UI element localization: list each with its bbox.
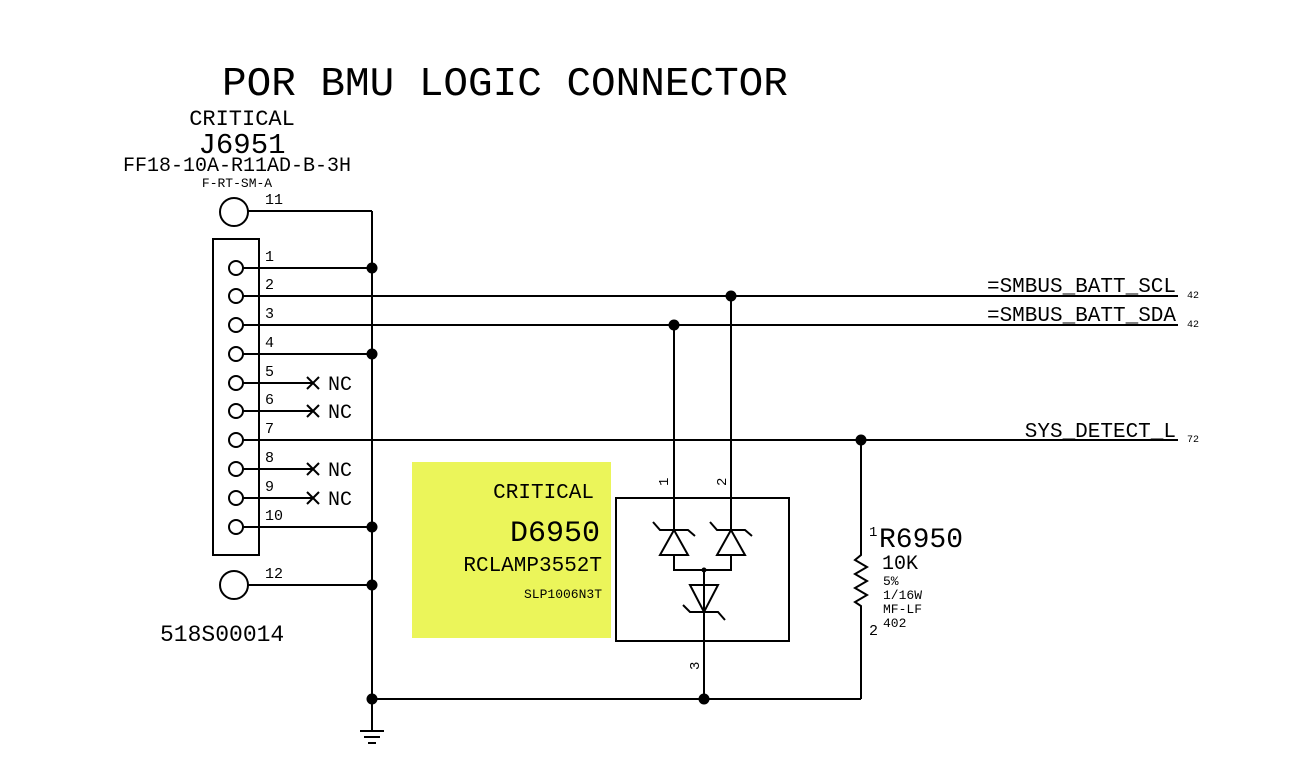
- pin-label: 12: [265, 566, 283, 583]
- resistor-value: 10K: [882, 553, 918, 576]
- resistor-size: 402: [883, 616, 906, 631]
- no-connect-icon: [306, 404, 320, 418]
- resistor-pin1: 1: [869, 525, 877, 541]
- net-label-scl: =SMBUS_BATT_SCL: [987, 276, 1176, 299]
- junction-dot: [366, 521, 378, 533]
- net-page-ref: 42: [1187, 291, 1199, 302]
- page-title: POR BMU LOGIC CONNECTOR: [222, 62, 788, 108]
- no-connect-icon: [306, 376, 320, 390]
- diode-pin-label: 3: [688, 662, 704, 670]
- pin-5-contact: [228, 375, 244, 391]
- connector-pn: 518S00014: [160, 622, 284, 648]
- pin-8-contact: [228, 461, 244, 477]
- resistor-power: 1/16W: [883, 588, 922, 603]
- resistor-pin2: 2: [869, 623, 878, 640]
- junction-dot: [366, 262, 378, 274]
- nc-label: NC: [328, 374, 352, 397]
- diode-critical-label: CRITICAL: [493, 482, 594, 505]
- junction-dot: [366, 693, 378, 705]
- pin-label: 9: [265, 479, 274, 496]
- pin-label: 11: [265, 192, 283, 209]
- mount-pin-11: [219, 197, 249, 227]
- junction-dot: [366, 348, 378, 360]
- resistor-type: MF-LF: [883, 602, 922, 617]
- junction-dot: [698, 693, 710, 705]
- connector-critical-label: CRITICAL: [189, 107, 295, 132]
- diode-pin-label: 2: [715, 478, 731, 486]
- net-label-sda: =SMBUS_BATT_SDA: [987, 305, 1176, 328]
- pin-label: 1: [265, 249, 274, 266]
- pin-label: 10: [265, 508, 283, 525]
- pin-1-contact: [228, 260, 244, 276]
- pin-label: 4: [265, 335, 274, 352]
- pin-6-contact: [228, 403, 244, 419]
- pin-label: 3: [265, 306, 274, 323]
- diode-refdes: D6950: [510, 517, 600, 551]
- pin-10-contact: [228, 519, 244, 535]
- connector-refdes: J6951: [198, 129, 285, 162]
- junction-dot: [855, 434, 867, 446]
- connector-footprint: F-RT-SM-A: [202, 176, 272, 191]
- resistor-refdes: R6950: [879, 525, 963, 556]
- ground-icon: [360, 730, 384, 744]
- junction-dot: [366, 579, 378, 591]
- pin-label: 2: [265, 277, 274, 294]
- net-label-detect: SYS_DETECT_L: [1025, 421, 1176, 444]
- pin-7-contact: [228, 432, 244, 448]
- pin-2-contact: [228, 288, 244, 304]
- diode-body: [615, 497, 790, 642]
- no-connect-icon: [306, 491, 320, 505]
- connector-part-number: FF18-10A-R11AD-B-3H: [123, 155, 351, 178]
- diode-package: SLP1006N3T: [524, 587, 602, 602]
- nc-label: NC: [328, 460, 352, 483]
- pin-3-contact: [228, 317, 244, 333]
- resistor-tolerance: 5%: [883, 574, 899, 589]
- pin-4-contact: [228, 346, 244, 362]
- net-page-ref: 42: [1187, 320, 1199, 331]
- diode-part: RCLAMP3552T: [463, 555, 602, 578]
- pin-9-contact: [228, 490, 244, 506]
- tvs-diode-icon: [652, 521, 753, 699]
- pin-label: 5: [265, 364, 274, 381]
- nc-label: NC: [328, 402, 352, 425]
- no-connect-icon: [306, 462, 320, 476]
- critical-highlight: [412, 462, 611, 638]
- mount-pin-12: [219, 570, 249, 600]
- nc-label: NC: [328, 489, 352, 512]
- connector-body: [212, 238, 260, 556]
- pin-label: 7: [265, 421, 274, 438]
- pin-label: 6: [265, 392, 274, 409]
- net-page-ref: 72: [1187, 435, 1199, 446]
- diode-pin-label: 1: [657, 478, 673, 486]
- resistor-icon: [853, 440, 869, 699]
- junction-dot: [668, 319, 680, 331]
- pin-label: 8: [265, 450, 274, 467]
- junction-dot: [725, 290, 737, 302]
